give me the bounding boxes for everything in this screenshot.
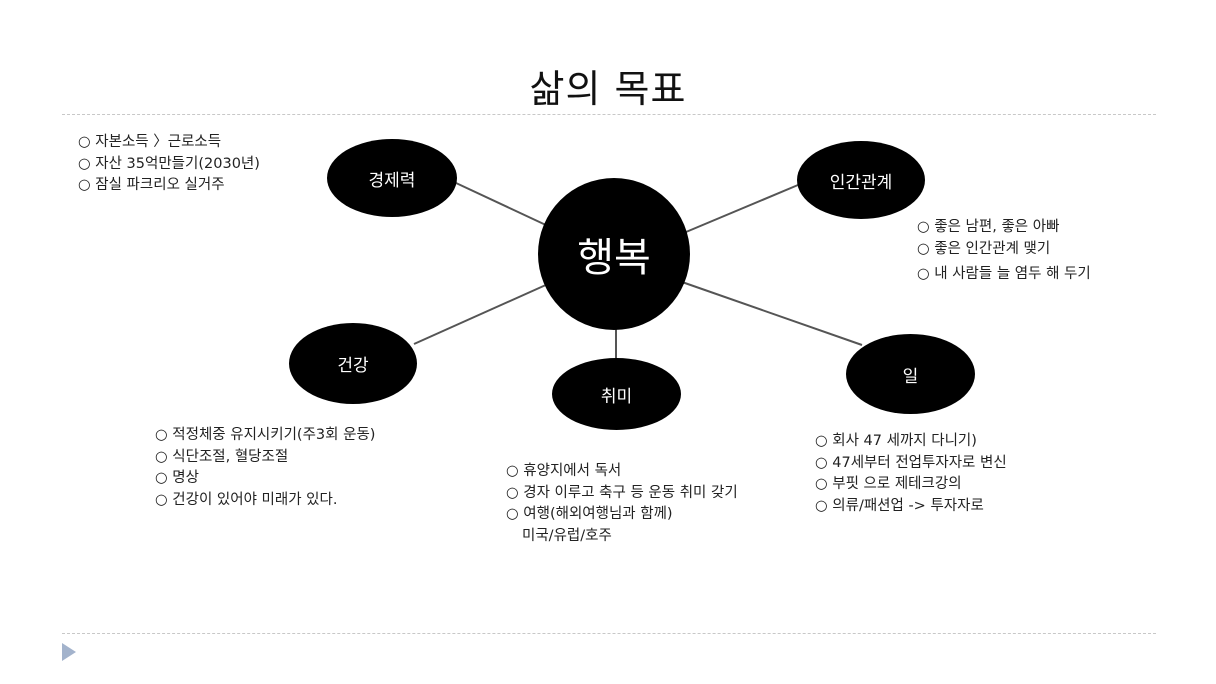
link-economy <box>455 182 549 227</box>
list-item: ○ 건강이 있어야 미래가 있다. <box>155 491 338 508</box>
node-hobby-label: 취미 <box>600 386 633 407</box>
list-item: ○ 잠실 파크리오 실거주 <box>78 177 225 193</box>
list-item: ○ 47세부터 전업투자자로 변신 <box>815 454 1007 471</box>
node-work: 일 <box>846 334 975 414</box>
hobby-list: ○ 휴양지에서 독서 ○ 경자 이루고 축구 등 운동 취미 갖기 ○ 여행(해… <box>506 461 738 547</box>
node-relations-label: 인간관계 <box>829 172 893 193</box>
list-item: ○ 휴양지에서 독서 <box>506 463 622 479</box>
link-work <box>681 281 863 346</box>
link-relations <box>685 184 799 233</box>
list-item: ○ 자본소득 〉근로소득 <box>78 134 222 150</box>
node-economy-label: 경제력 <box>368 170 416 191</box>
node-hobby: 취미 <box>552 358 681 430</box>
list-item-continuation: 미국/유럽/호주 <box>522 527 612 544</box>
bottom-divider <box>62 633 1156 634</box>
list-item: ○ 내 사람들 늘 염두 해 두기 <box>917 266 1091 282</box>
node-economy: 경제력 <box>327 139 457 217</box>
center-node-happiness: 행복 <box>538 178 690 330</box>
list-item: ○ 회사 47 세까지 다니기) <box>815 433 977 449</box>
list-item: ○ 좋은 인간관계 맺기 <box>917 240 1051 257</box>
slide-marker-icon <box>62 643 76 661</box>
center-node-label: 행복 <box>577 235 651 281</box>
link-health <box>413 283 549 345</box>
node-relations: 인간관계 <box>797 141 925 219</box>
list-item: ○ 부핏 으로 제테크강의 <box>815 476 962 492</box>
list-item: ○ 의류/패션업 -> 투자자로 <box>815 497 984 514</box>
economy-list: ○ 자본소득 〉근로소득 ○ 자산 35억만들기(2030년) ○ 잠실 파크리… <box>78 132 260 197</box>
list-item: ○ 식단조절, 혈당조절 <box>155 448 289 465</box>
relations-list: ○ 좋은 남편, 좋은 아빠 ○ 좋은 인간관계 맺기 ○ 내 사람들 늘 염두… <box>917 217 1091 286</box>
list-item: ○ 적정체중 유지시키기(주3회 운동) <box>155 427 376 443</box>
node-health: 건강 <box>289 323 417 404</box>
health-list: ○ 적정체중 유지시키기(주3회 운동) ○ 식단조절, 혈당조절 ○ 명상 ○… <box>155 425 375 511</box>
list-item: ○ 좋은 남편, 좋은 아빠 <box>917 219 1060 235</box>
node-work-label: 일 <box>902 366 919 387</box>
node-health-label: 건강 <box>337 356 369 376</box>
work-list: ○ 회사 47 세까지 다니기) ○ 47세부터 전업투자자로 변신 ○ 부핏 … <box>815 431 1007 517</box>
list-item: ○ 여행(해외여행님과 함께) <box>506 506 673 522</box>
list-item: ○ 명상 <box>155 470 199 486</box>
page-title: 삶의 목표 <box>529 67 687 111</box>
list-item: ○ 경자 이루고 축구 등 운동 취미 갖기 <box>506 484 738 501</box>
list-item: ○ 자산 35억만들기(2030년) <box>78 155 260 172</box>
top-divider <box>62 114 1156 115</box>
